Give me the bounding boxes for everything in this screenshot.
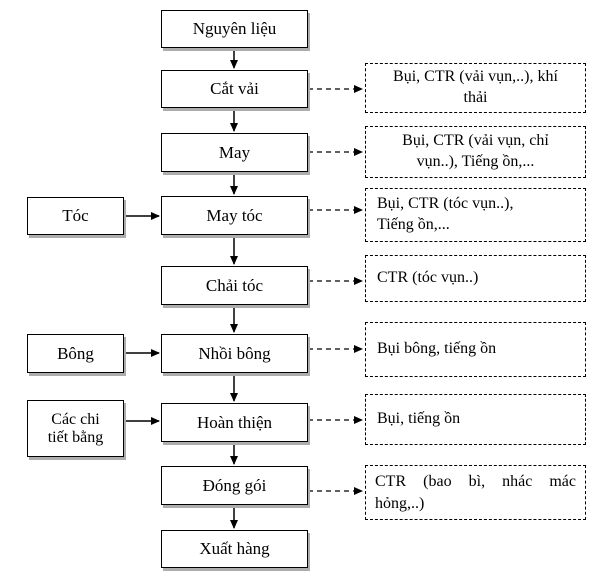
emission-label: CTR (tóc vụn..)	[377, 269, 479, 287]
process-box-may-toc: May tóc	[161, 196, 308, 235]
process-box-nguyen-lieu: Nguyên liệu	[161, 10, 308, 48]
emission-label-line1: Bụi, CTR (tóc vụn..),	[377, 195, 514, 213]
input-label-line1: Các chi	[51, 410, 100, 428]
process-box-xuat-hang: Xuất hàng	[161, 530, 308, 568]
process-label: May	[218, 142, 251, 162]
process-label: Cắt vải	[210, 79, 259, 99]
emission-box-may: Bụi, CTR (vải vụn, chỉ vụn..), Tiếng ồn,…	[365, 126, 586, 178]
process-label: Xuất hàng	[199, 539, 270, 559]
emission-label: CTR (bao bì, nhác mác hỏng,..)	[375, 473, 576, 513]
process-box-dong-goi: Đóng gói	[161, 466, 308, 505]
emission-box-dong-goi: CTR (bao bì, nhác mác hỏng,..)	[365, 465, 586, 520]
emission-box-cat-vai: Bụi, CTR (vải vụn,..), khí thải	[365, 63, 586, 113]
emission-label-line2: thải	[463, 89, 488, 106]
emission-label-line2: Tiếng ồn,...	[377, 216, 450, 233]
process-label: Chải tóc	[205, 275, 264, 295]
emission-label-line2: vụn..), Tiếng ồn,...	[416, 153, 535, 170]
input-label: Tóc	[62, 206, 89, 226]
input-box-bong: Bông	[27, 334, 124, 373]
emission-label: Bụi, tiếng ồn	[377, 410, 461, 428]
emission-box-may-toc: Bụi, CTR (tóc vụn..), Tiếng ồn,...	[365, 188, 586, 242]
process-box-chai-toc: Chải tóc	[161, 266, 308, 305]
process-label: Nguyên liệu	[192, 19, 277, 39]
process-label: Hoàn thiện	[196, 412, 273, 432]
emission-box-hoan-thien: Bụi, tiếng ồn	[365, 394, 586, 445]
input-label-line2: tiết bằng	[47, 428, 104, 446]
process-box-may: May	[161, 133, 308, 172]
emission-label-line1: Bụi, CTR (vải vụn, chỉ	[402, 132, 549, 150]
process-label: May tóc	[206, 205, 263, 225]
emission-box-nhoi-bong: Bụi bông, tiếng ồn	[365, 322, 586, 377]
emission-label-line1: Bụi, CTR (vải vụn,..), khí	[393, 68, 558, 86]
process-label: Đóng gói	[202, 475, 267, 495]
process-box-nhoi-bong: Nhồi bông	[161, 334, 308, 373]
process-box-hoan-thien: Hoàn thiện	[161, 403, 308, 442]
emission-label: Bụi bông, tiếng ồn	[377, 340, 497, 358]
input-box-toc: Tóc	[27, 197, 124, 235]
emission-box-chai-toc: CTR (tóc vụn..)	[365, 255, 586, 302]
input-label: Bông	[57, 343, 94, 363]
process-box-cat-vai: Cắt vải	[161, 70, 308, 108]
process-label: Nhồi bông	[198, 343, 271, 363]
input-box-cac-chi-tiet: Các chi tiết bằng	[27, 400, 124, 457]
